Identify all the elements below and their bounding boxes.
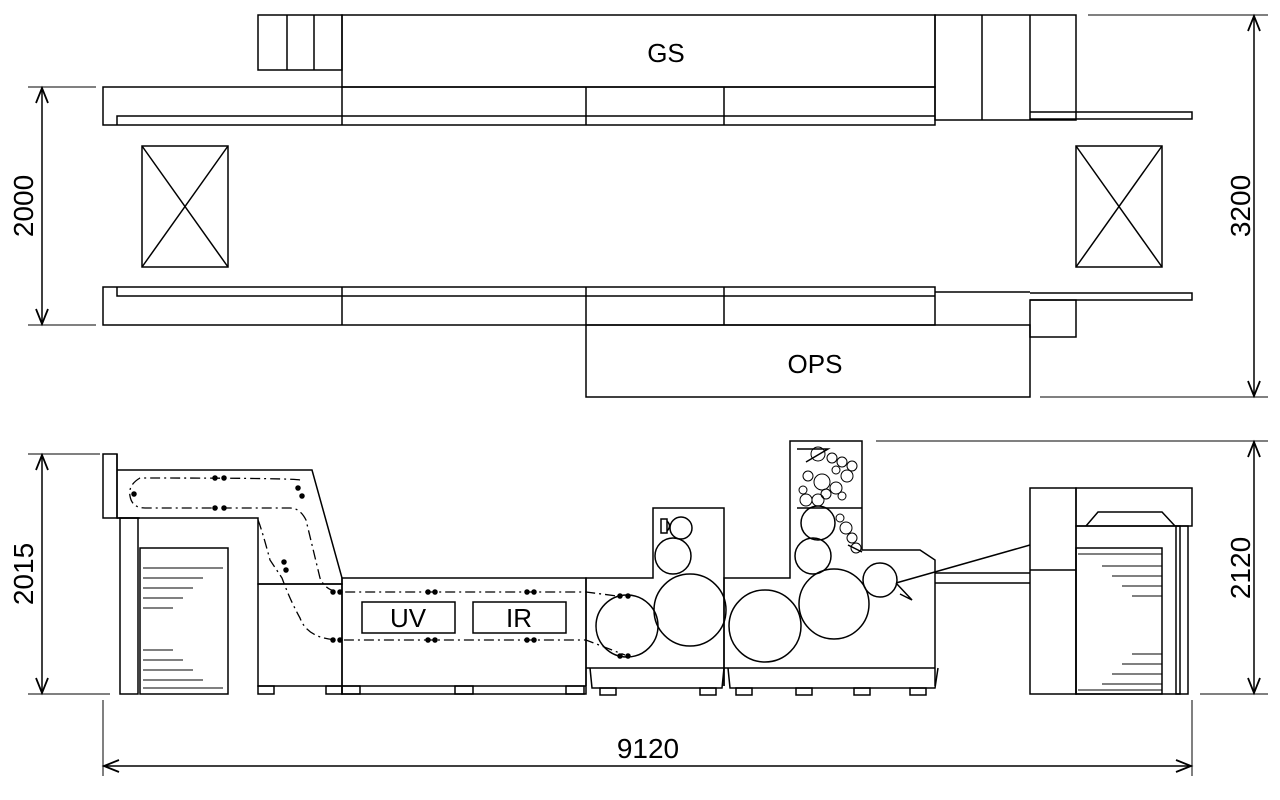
ir-label: IR xyxy=(506,603,532,633)
delivery-stack xyxy=(1029,487,1193,695)
dimension-2120-label: 2120 xyxy=(1225,537,1256,599)
ink-roller xyxy=(836,456,848,468)
ink-roller xyxy=(826,452,838,464)
upper-rail xyxy=(102,86,1193,126)
ink-roller xyxy=(813,473,831,491)
ink-roller xyxy=(831,465,841,475)
ink-rollers xyxy=(798,446,862,554)
dimension-9120: 9120 xyxy=(101,700,1194,776)
side-view: UV IR xyxy=(8,439,1268,776)
feeder-stack xyxy=(102,453,229,695)
drying-section: UV IR xyxy=(341,577,587,695)
dimension-2000-label: 2000 xyxy=(8,175,39,237)
ink-roller xyxy=(840,469,854,483)
print-unit-2 xyxy=(723,440,1031,696)
left-crossed-box xyxy=(141,145,229,268)
ink-roller xyxy=(839,521,853,535)
ops-label: OPS xyxy=(788,349,843,379)
ink-roller xyxy=(798,485,808,495)
feeder-sheet-lines xyxy=(143,567,223,689)
ink-roller xyxy=(835,513,845,523)
print-unit-1 xyxy=(585,507,727,696)
dimension-3200-label: 3200 xyxy=(1225,175,1256,237)
ink-roller xyxy=(846,532,858,544)
ink-roller xyxy=(799,493,813,507)
delivery-conveyor xyxy=(935,572,1030,584)
ink-roller xyxy=(811,493,825,507)
ink-roller xyxy=(837,491,847,501)
uv-label: UV xyxy=(390,603,427,633)
delivery-sheet-lines xyxy=(1078,553,1162,691)
ink-roller xyxy=(802,470,814,482)
dimension-2015-label: 2015 xyxy=(8,543,39,605)
dimension-9120-label: 9120 xyxy=(617,733,679,764)
plan-view: GS xyxy=(8,13,1268,399)
dimension-2015: 2015 xyxy=(8,452,110,696)
dimension-2000: 2000 xyxy=(8,85,96,327)
gs-label: GS xyxy=(647,38,685,68)
ops-unit: OPS xyxy=(585,324,1031,398)
gs-unit: GS xyxy=(257,14,1077,121)
sheet-path xyxy=(129,475,631,659)
ink-roller xyxy=(820,488,832,500)
lower-rail xyxy=(102,286,1193,338)
dimension-3200: 3200 xyxy=(1040,13,1268,399)
ink-roller xyxy=(850,542,862,554)
dimension-2120: 2120 xyxy=(876,439,1268,696)
right-crossed-box xyxy=(1075,145,1163,268)
ink-roller xyxy=(810,446,826,462)
ink-roller xyxy=(846,460,858,472)
transfer-conveyor xyxy=(116,454,343,695)
ink-roller xyxy=(829,481,843,495)
